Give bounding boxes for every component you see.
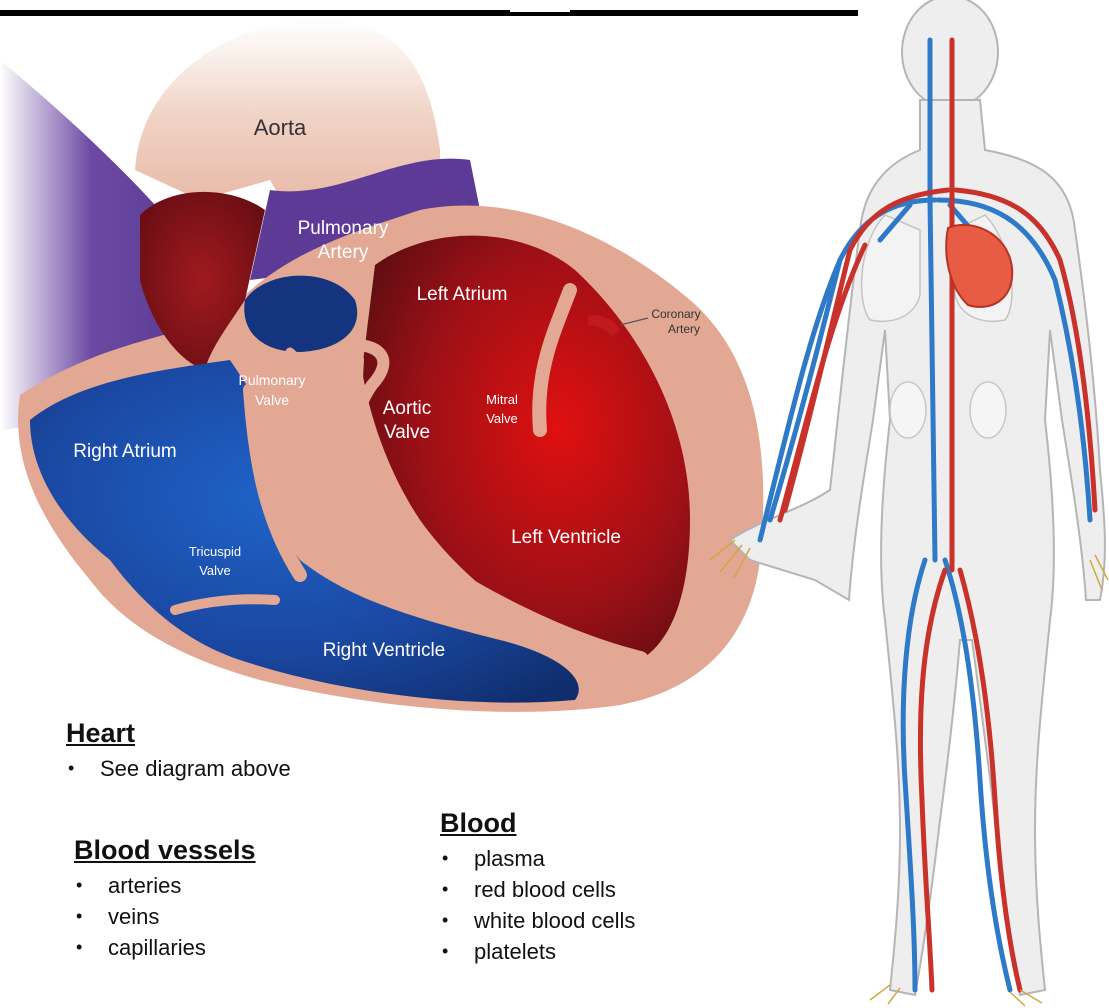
heart-section: Heart • See diagram above (66, 718, 291, 784)
circulatory-system-figure (690, 0, 1109, 1008)
list-item-text: arteries (108, 873, 181, 898)
blood-vessels-list: • arteries • veins • capillaries (74, 870, 256, 963)
bullet-icon: • (442, 843, 448, 874)
bullet-icon: • (68, 753, 74, 784)
label-mitral-valve-1: Mitral (486, 392, 518, 407)
list-item-text: platelets (474, 939, 556, 964)
heart-heading: Heart (66, 718, 291, 749)
label-left-ventricle: Left Ventricle (511, 527, 621, 548)
bullet-icon: • (76, 901, 82, 932)
blood-section: Blood • plasma • red blood cells • white bl… (440, 808, 635, 967)
bullet-icon: • (76, 932, 82, 963)
list-item: • plasma (440, 843, 635, 874)
label-mitral-valve-2: Valve (486, 411, 518, 426)
list-item: • platelets (440, 936, 635, 967)
blood-vessels-section: Blood vessels • arteries • veins • capillar… (74, 835, 256, 963)
pulmonary-trunk (244, 276, 357, 352)
list-item-text: white blood cells (474, 908, 635, 933)
blood-list: • plasma • red blood cells • white blood ce… (440, 843, 635, 967)
list-item-text: red blood cells (474, 877, 616, 902)
label-pulmonary-valve-2: Valve (255, 392, 289, 408)
label-aortic-valve-2: Valve (384, 422, 430, 443)
list-item-text: veins (108, 904, 159, 929)
label-pulmonary-artery-2: Artery (318, 242, 369, 263)
list-item-text: plasma (474, 846, 545, 871)
bullet-icon: • (76, 870, 82, 901)
list-item-text: See diagram above (100, 756, 291, 781)
heart-list: • See diagram above (66, 753, 291, 784)
list-item-text: capillaries (108, 935, 206, 960)
list-item: • red blood cells (440, 874, 635, 905)
bullet-icon: • (442, 936, 448, 967)
label-right-ventricle: Right Ventricle (323, 640, 446, 661)
label-aortic-valve-1: Aortic (383, 398, 432, 419)
blood-vessels-heading: Blood vessels (74, 835, 256, 866)
label-tricuspid-valve-1: Tricuspid (189, 544, 241, 559)
list-item: • white blood cells (440, 905, 635, 936)
bullet-icon: • (442, 905, 448, 936)
bullet-icon: • (442, 874, 448, 905)
label-left-atrium: Left Atrium (417, 284, 508, 305)
list-item: • veins (74, 901, 256, 932)
blood-heading: Blood (440, 808, 635, 839)
label-pulmonary-valve-1: Pulmonary (239, 372, 306, 388)
label-pulmonary-artery-1: Pulmonary (298, 218, 389, 239)
list-item: • arteries (74, 870, 256, 901)
list-item: • capillaries (74, 932, 256, 963)
label-tricuspid-valve-2: Valve (199, 563, 231, 578)
label-aorta: Aorta (254, 115, 307, 140)
list-item: • See diagram above (66, 753, 291, 784)
label-right-atrium: Right Atrium (73, 441, 176, 462)
